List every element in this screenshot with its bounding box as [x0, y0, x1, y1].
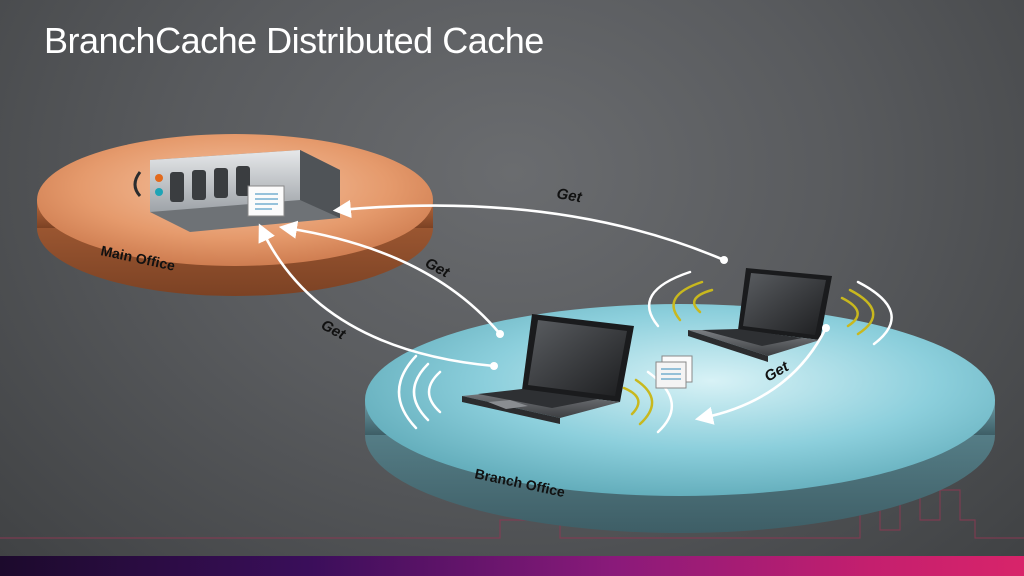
- branch-office-platform: Branch Office: [365, 304, 995, 533]
- get-label: Get: [422, 255, 453, 282]
- get-label: Get: [555, 185, 584, 206]
- bottom-accent-bar: [0, 556, 1024, 576]
- laptop-icon: [688, 268, 832, 362]
- server-document-icon: [247, 185, 285, 217]
- server-icon: [133, 150, 340, 232]
- cached-document-icon: [655, 355, 693, 389]
- get-arrow-laptop1-top-to-server: [278, 220, 504, 338]
- get-arrow-laptop2-to-laptop1: [694, 324, 830, 425]
- wifi-icon: [647, 270, 893, 346]
- get-arrow-laptop1-bottom-to-server: [258, 223, 498, 370]
- wifi-icon: [397, 354, 674, 434]
- get-arrow-laptop2-to-server: [332, 199, 728, 264]
- laptop-icon: [462, 314, 634, 424]
- slide-title: BranchCache Distributed Cache: [44, 20, 544, 61]
